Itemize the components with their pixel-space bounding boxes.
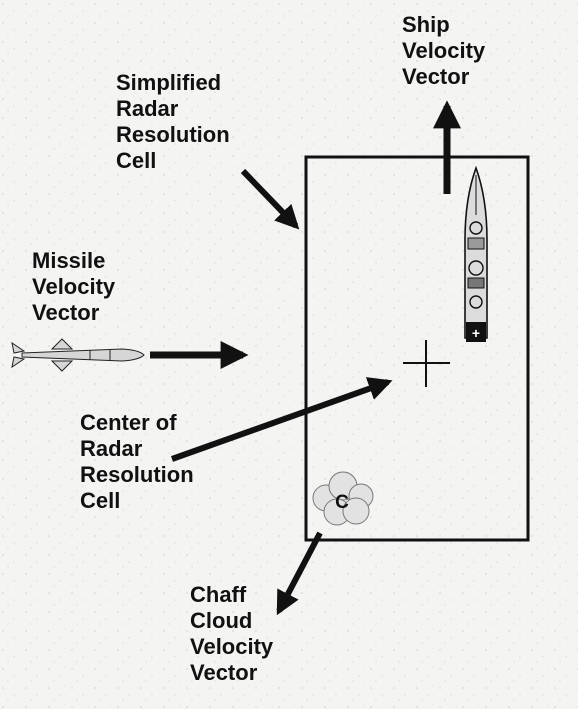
missile-velocity-line-3: Vector [32,300,100,325]
cell-center-line-1: Center of [80,410,177,435]
cell-center-label: Center of Radar Resolution Cell [80,410,194,514]
radar-cell-label: Simplified Radar Resolution Cell [116,70,230,174]
chaff-velocity-line-4: Vector [190,660,258,685]
chaff-cloud-icon [312,471,374,526]
cell-center-line-4: Cell [80,488,121,513]
ship-plus-marker: + [472,325,480,341]
radar-resolution-cell-box [304,155,530,542]
cell-center-pointer-arrow [170,377,393,462]
chaff-velocity-line-1: Chaff [190,582,247,607]
chaff-velocity-line-2: Cloud [190,608,253,633]
radar-cell-pointer-arrow [240,168,300,230]
missile-icon [11,338,145,372]
ship-velocity-label: Ship Velocity Vector [402,12,485,90]
missile-velocity-line-2: Velocity [32,274,116,299]
ship-velocity-line-1: Ship [402,12,450,37]
radar-cell-line-2: Radar [116,96,179,121]
radar-cell-line-3: Resolution [116,122,230,147]
radar-cell-line-4: Cell [116,148,157,173]
radar-cell-line-1: Simplified [116,70,222,95]
crosshair-icon [403,340,450,387]
missile-velocity-line-1: Missile [32,248,106,273]
cell-center-line-3: Resolution [80,462,194,487]
chaff-velocity-line-3: Velocity [190,634,274,659]
cell-center-line-2: Radar [80,436,143,461]
chaff-velocity-label: Chaff Cloud Velocity Vector [190,582,273,686]
ship-velocity-line-2: Velocity [402,38,486,63]
chaff-marker: C [335,492,349,513]
missile-velocity-label: Missile Velocity Vector [32,248,115,326]
ship-velocity-line-3: Vector [402,64,470,89]
ship-icon [464,165,488,342]
chaff-velocity-arrow [276,531,323,616]
